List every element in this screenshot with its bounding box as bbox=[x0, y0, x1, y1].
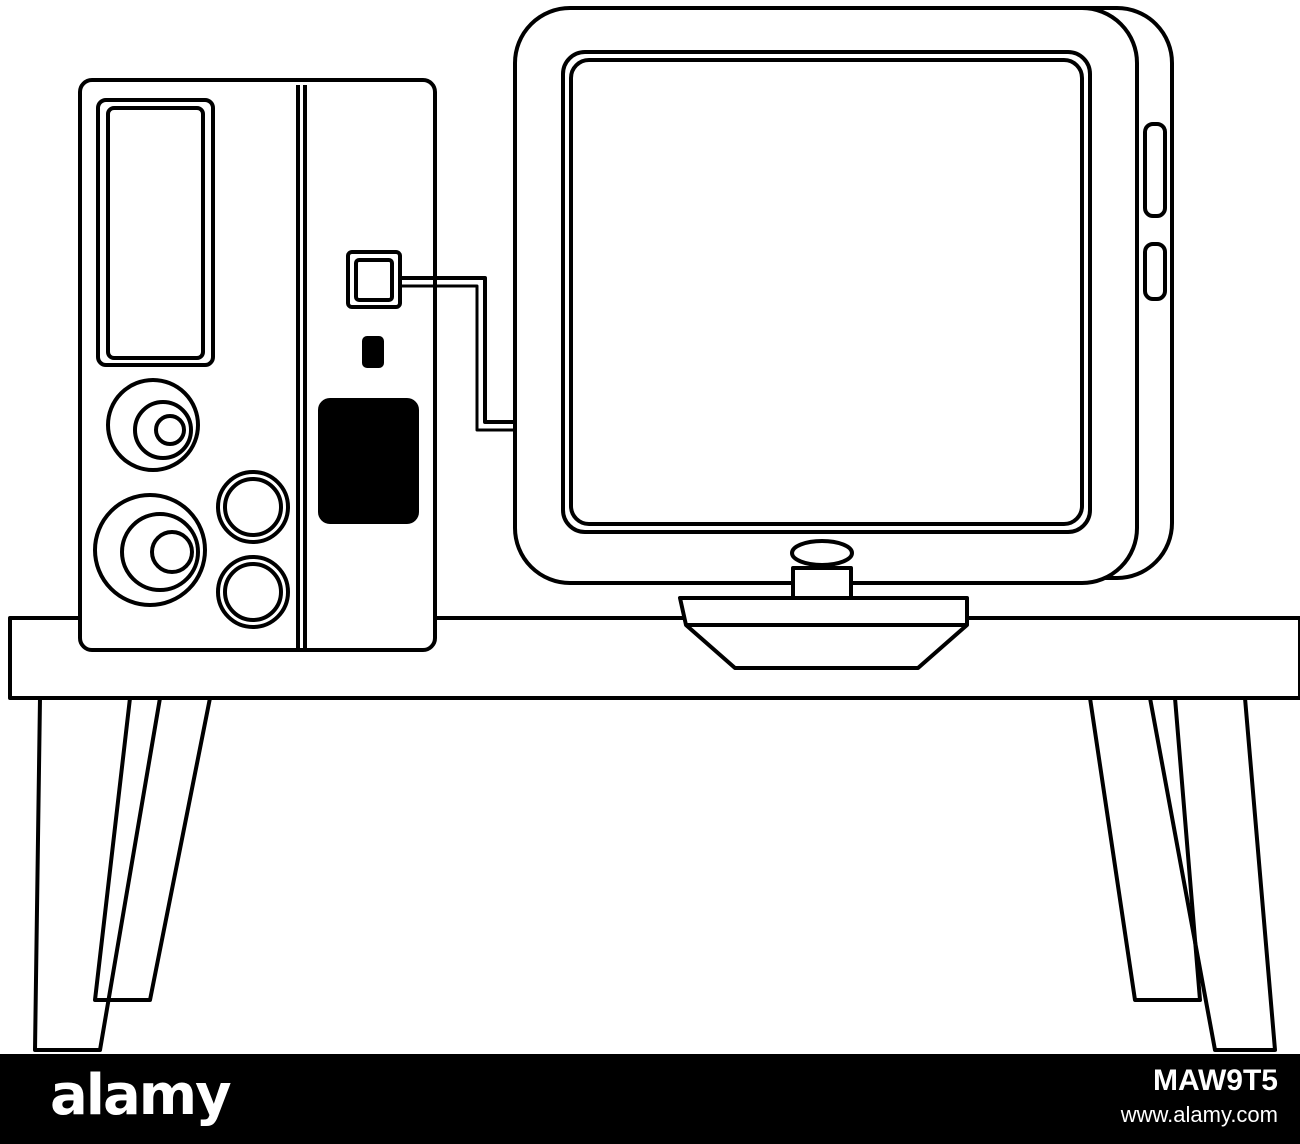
table-leg-back-left bbox=[93, 696, 212, 1002]
woofer-small bbox=[106, 378, 200, 472]
tv-button-bottom bbox=[1143, 242, 1167, 301]
woofer-large bbox=[93, 493, 207, 607]
tv-screen bbox=[561, 50, 1092, 534]
tweeter-bottom bbox=[216, 555, 290, 629]
table-icon bbox=[8, 616, 1300, 1052]
tweeter-bottom-inner bbox=[223, 562, 283, 622]
tv-stand-base bbox=[678, 596, 969, 670]
table-leg-back-right bbox=[1088, 696, 1202, 1002]
site-url: www.alamy.com bbox=[1120, 1102, 1278, 1127]
speaker-icon bbox=[78, 78, 437, 652]
tv-screen-inner bbox=[569, 58, 1084, 526]
speaker-display-inner bbox=[106, 106, 205, 360]
cable-icon bbox=[400, 276, 518, 424]
speaker-port-inner bbox=[354, 258, 394, 302]
tweeter-top bbox=[216, 470, 290, 544]
tv-icon bbox=[513, 6, 1174, 670]
cable-icon-inner bbox=[400, 284, 518, 432]
watermark-footer: alamy MAW9T5 www.alamy.com bbox=[0, 1054, 1300, 1144]
tv-frame bbox=[513, 6, 1139, 585]
tv-table-illustration bbox=[8, 6, 1300, 1052]
tv-button-top bbox=[1143, 122, 1167, 218]
image-id: MAW9T5 bbox=[1152, 1064, 1278, 1097]
tv-stand-cap bbox=[790, 539, 854, 567]
power-led bbox=[362, 336, 384, 368]
speaker-display bbox=[96, 98, 215, 367]
alamy-logo: alamy bbox=[50, 1063, 232, 1128]
table-leg-front-left bbox=[33, 696, 162, 1052]
tweeter-top-inner bbox=[223, 477, 283, 537]
speaker-panel bbox=[318, 398, 419, 524]
table-leg-front-right bbox=[1148, 696, 1277, 1052]
